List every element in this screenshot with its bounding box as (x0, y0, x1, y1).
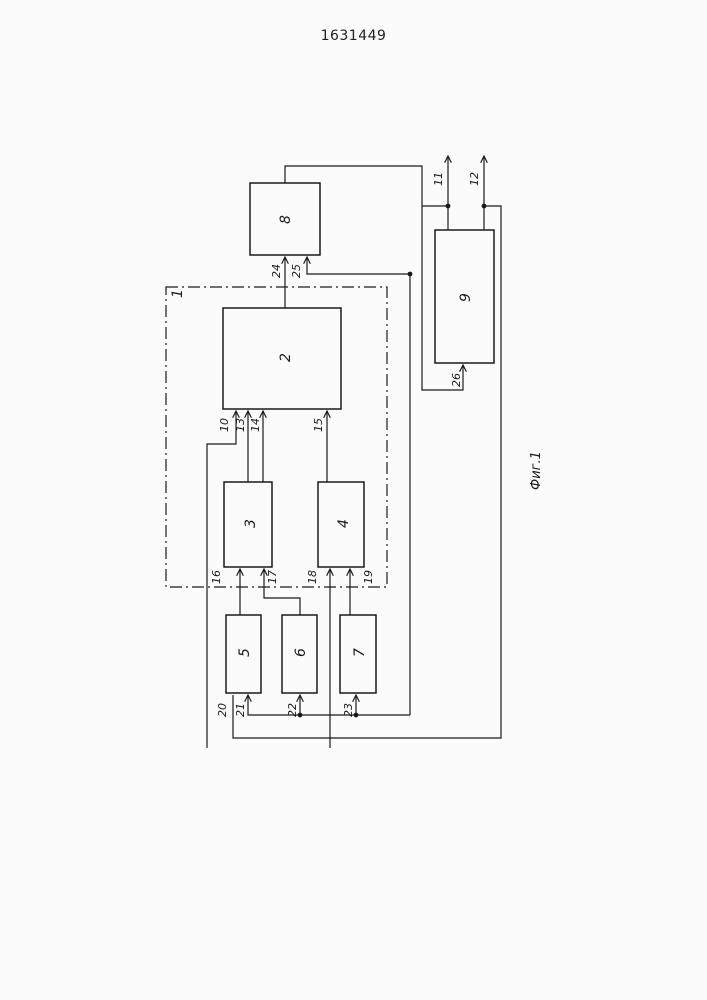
block-6-label: 6 (293, 648, 309, 657)
line-17-label: 17 (266, 570, 279, 584)
line-13-label: 13 (234, 418, 247, 432)
block-2-label: 2 (278, 353, 294, 362)
line-18-label: 18 (306, 570, 319, 584)
line-19-label: 19 (362, 570, 375, 584)
block-4-label: 4 (336, 519, 352, 528)
line-14-label: 14 (249, 418, 262, 432)
block-1-label: 1 (170, 289, 186, 298)
block-5-label: 5 (237, 648, 253, 657)
line-16-label: 16 (210, 570, 223, 584)
line-15-label: 15 (312, 418, 325, 432)
block-3-label: 3 (243, 519, 259, 528)
block-9-label: 9 (458, 293, 474, 302)
line-24-label: 24 (270, 264, 283, 278)
line-21-label: 21 (234, 703, 247, 717)
line-25-label: 25 (290, 264, 303, 278)
line-11-label: 11 (432, 172, 445, 186)
block-7-label: 7 (352, 648, 368, 657)
connection-wires (207, 156, 501, 748)
line-26-label: 26 (450, 373, 463, 387)
line-23-label: 23 (342, 703, 355, 717)
line-20-label: 20 (216, 703, 229, 717)
unit-1-boundary (166, 287, 387, 587)
line-12-label: 12 (468, 172, 481, 186)
block-8-label: 8 (278, 215, 294, 224)
line-10-label: 10 (218, 418, 231, 432)
line-22-label: 22 (286, 703, 299, 717)
figure-caption: Фиг.1 (529, 451, 544, 490)
